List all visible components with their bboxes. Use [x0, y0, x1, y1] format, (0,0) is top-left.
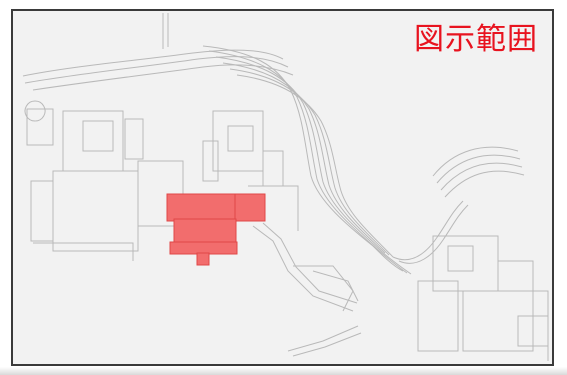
- bottom-edge-strip: [0, 367, 567, 375]
- highlight-block-3: [173, 218, 237, 244]
- highlight-area: [166, 193, 266, 266]
- highlight-block-2: [234, 193, 266, 222]
- map-canvas: [22, 13, 549, 361]
- map-linework: [22, 13, 549, 361]
- legend-label: 図示範囲: [414, 22, 538, 57]
- highlight-block-5: [196, 252, 210, 266]
- map-frame: 図示範囲: [11, 9, 554, 366]
- highlight-block-4: [169, 241, 238, 255]
- highlight-block-1: [166, 193, 238, 222]
